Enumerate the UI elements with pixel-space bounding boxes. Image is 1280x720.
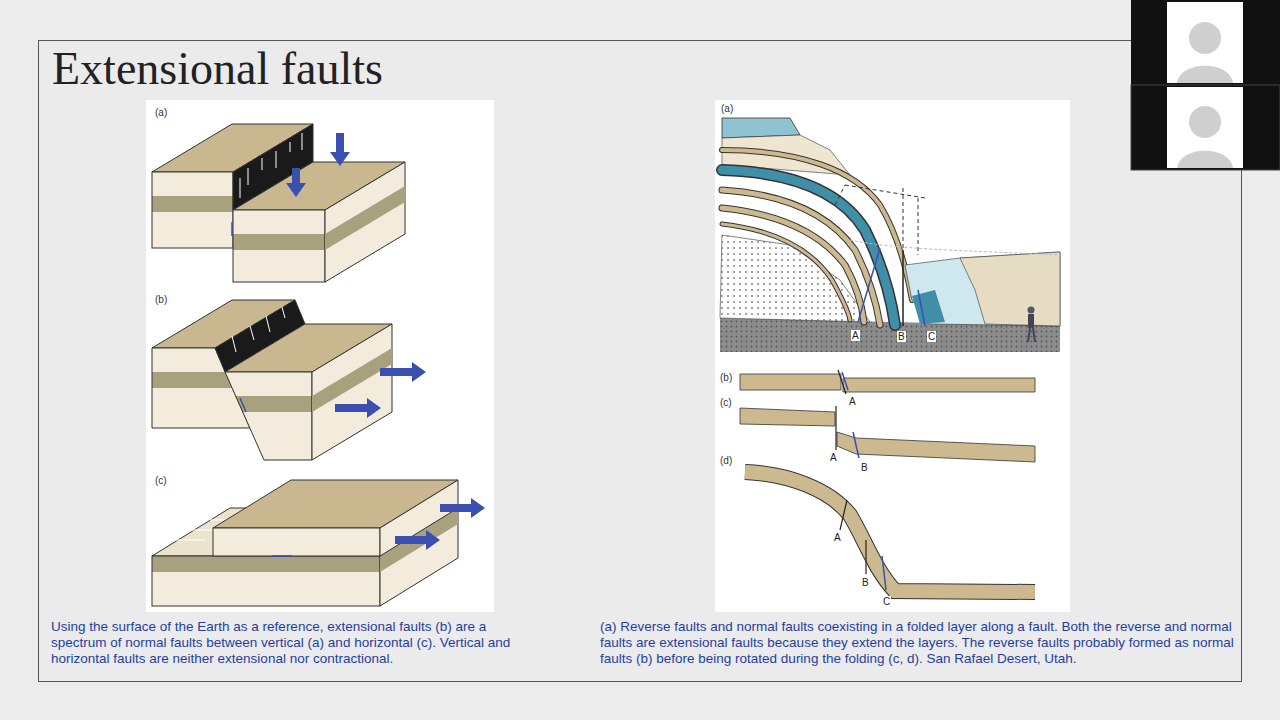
fault-letter: B bbox=[860, 462, 869, 473]
figure-caption: (a) Reverse faults and normal faults coe… bbox=[600, 619, 1240, 667]
panel-tag: (d) bbox=[719, 455, 733, 466]
panel-tag: (a) bbox=[154, 107, 168, 118]
fault-letter: A bbox=[851, 330, 860, 341]
panel-tag: (b) bbox=[719, 372, 733, 383]
slide-frame bbox=[39, 41, 1242, 682]
fault-letter: C bbox=[882, 596, 891, 607]
fault-block-figure bbox=[146, 100, 494, 612]
panel-tag: (b) bbox=[154, 294, 168, 305]
fault-letter: A bbox=[833, 532, 842, 543]
fault-letter: B bbox=[897, 331, 906, 342]
fault-letter: C bbox=[927, 331, 936, 342]
folded-layer-figure bbox=[715, 100, 1070, 612]
panel-tag: (c) bbox=[719, 397, 733, 408]
panel-tag: (a) bbox=[720, 103, 734, 114]
figure-caption: Using the surface of the Earth as a refe… bbox=[51, 619, 521, 667]
fault-letter: B bbox=[861, 577, 870, 588]
person-figure bbox=[1028, 307, 1036, 343]
webcam-tiles bbox=[1131, 0, 1280, 170]
panel-tag: (c) bbox=[154, 475, 168, 486]
fault-letter: A bbox=[848, 396, 857, 407]
slide-title: Extensional faults bbox=[52, 44, 383, 95]
fault-letter: A bbox=[829, 452, 838, 463]
